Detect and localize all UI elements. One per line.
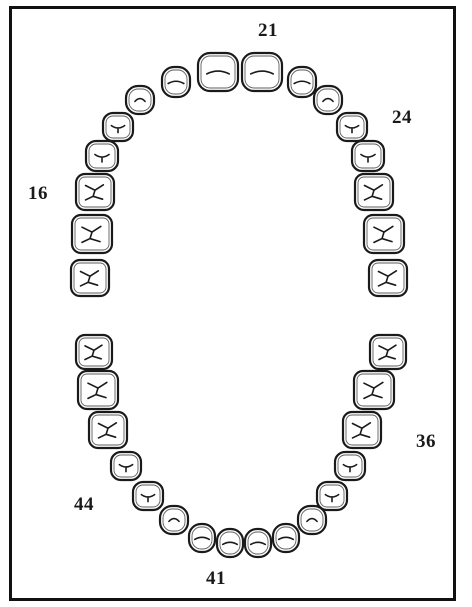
upper-tooth-molar xyxy=(71,260,109,296)
label-tooth-24: 24 xyxy=(392,107,412,129)
label-tooth-21: 21 xyxy=(258,20,278,42)
upper-arch xyxy=(71,53,407,296)
lower-tooth-canine xyxy=(160,506,188,534)
upper-tooth-incisor xyxy=(162,67,190,97)
lower-tooth-molar xyxy=(78,371,118,409)
upper-tooth-premolar xyxy=(103,113,133,141)
lower-tooth-molar xyxy=(343,412,381,448)
lower-tooth-incisor xyxy=(273,524,299,552)
upper-tooth-premolar xyxy=(86,141,118,171)
upper-tooth-incisor xyxy=(242,53,282,91)
upper-tooth-molar xyxy=(364,215,404,253)
upper-tooth-canine xyxy=(126,86,154,114)
lower-tooth-canine xyxy=(298,506,326,534)
lower-arch xyxy=(76,335,406,557)
label-tooth-16: 16 xyxy=(28,183,48,205)
upper-tooth-molar xyxy=(355,174,393,210)
upper-tooth-incisor xyxy=(288,67,316,97)
label-tooth-44: 44 xyxy=(74,494,94,516)
lower-tooth-incisor xyxy=(245,529,271,557)
lower-tooth-premolar xyxy=(335,452,365,480)
upper-tooth-premolar xyxy=(352,141,384,171)
label-tooth-36: 36 xyxy=(416,431,436,453)
lower-tooth-incisor xyxy=(189,524,215,552)
upper-tooth-molar xyxy=(369,260,407,296)
lower-tooth-molar xyxy=(370,335,406,369)
upper-tooth-premolar xyxy=(337,113,367,141)
lower-tooth-incisor xyxy=(217,529,243,557)
lower-tooth-molar xyxy=(354,371,394,409)
label-tooth-41: 41 xyxy=(206,568,226,590)
lower-tooth-premolar xyxy=(317,482,347,510)
upper-tooth-canine xyxy=(314,86,342,114)
lower-tooth-molar xyxy=(76,335,112,369)
upper-tooth-molar xyxy=(76,174,114,210)
lower-tooth-premolar xyxy=(133,482,163,510)
upper-tooth-incisor xyxy=(198,53,238,91)
upper-tooth-molar xyxy=(72,215,112,253)
lower-tooth-premolar xyxy=(111,452,141,480)
lower-tooth-molar xyxy=(89,412,127,448)
